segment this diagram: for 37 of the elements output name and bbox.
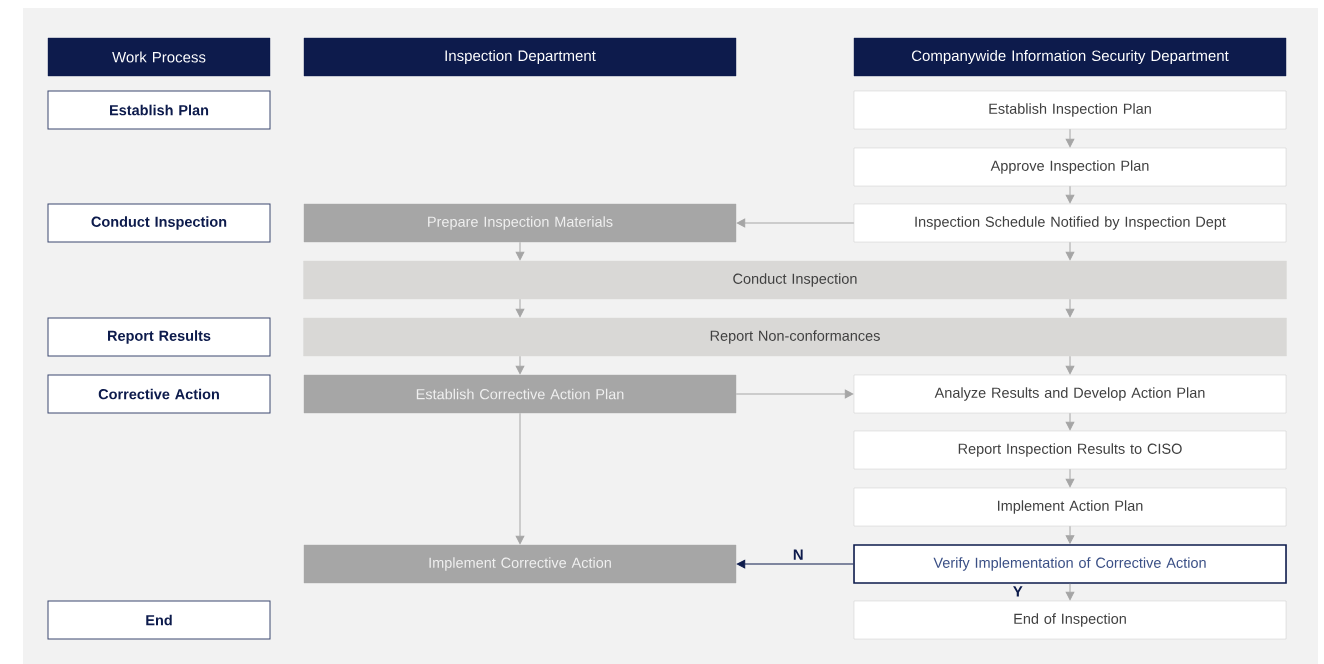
arrow [1065, 412, 1075, 431]
header-box: Inspection Department [303, 37, 737, 77]
arrow [1065, 185, 1075, 204]
process-box: Inspection Schedule Notified by Inspection Dept [853, 203, 1287, 243]
arrow [515, 412, 525, 545]
step-box: Corrective Action [47, 374, 271, 414]
process-box: Report Inspection Results to CISO [853, 430, 1287, 470]
arrow [736, 218, 855, 228]
process-box: Establish Inspection Plan [853, 90, 1287, 130]
process-box: Approve Inspection Plan [853, 147, 1287, 187]
process-box: Prepare Inspection Materials [303, 203, 737, 243]
header-box: Work Process [47, 37, 271, 77]
process-box: Implement Corrective Action [303, 544, 737, 584]
arrow [1065, 241, 1075, 261]
process-box: Establish Corrective Action Plan [303, 374, 737, 414]
arrow [515, 355, 525, 375]
arrow [515, 298, 525, 318]
decision-box: Verify Implementation of Corrective Action [853, 544, 1287, 584]
process-box: End of Inspection [853, 600, 1287, 640]
arrow [515, 241, 525, 261]
arrow [736, 559, 854, 569]
step-box: End [47, 600, 271, 640]
process-band: Conduct Inspection [303, 260, 1287, 300]
arrow [1065, 355, 1075, 375]
process-box: Implement Action Plan [853, 487, 1287, 527]
process-band: Report Non-conformances [303, 317, 1287, 357]
arrow [1065, 525, 1075, 544]
step-box: Establish Plan [47, 90, 271, 130]
header-box: Companywide Information Security Department [853, 37, 1287, 77]
arrow [1065, 583, 1075, 601]
step-box: Report Results [47, 317, 271, 357]
process-box: Analyze Results and Develop Action Plan [853, 374, 1287, 414]
arrow [735, 389, 854, 399]
arrow [1065, 128, 1075, 148]
step-box: Conduct Inspection [47, 203, 271, 243]
arrow [1065, 468, 1075, 488]
arrow [1065, 298, 1075, 318]
